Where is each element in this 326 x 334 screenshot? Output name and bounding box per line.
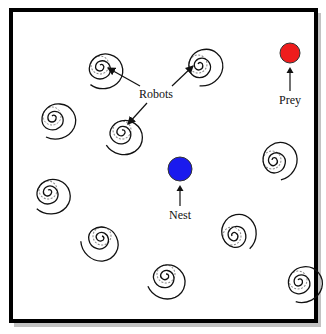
arena-frame bbox=[11, 10, 316, 321]
nest-circle: Nest bbox=[164, 155, 196, 224]
node-label: Nest bbox=[169, 209, 191, 222]
prey-circle: Prey bbox=[275, 41, 305, 109]
group-label: Robots bbox=[138, 88, 174, 101]
node-label: Prey bbox=[279, 94, 301, 107]
robot-leader-arrows bbox=[108, 66, 193, 124]
robot-spirals bbox=[32, 45, 325, 307]
